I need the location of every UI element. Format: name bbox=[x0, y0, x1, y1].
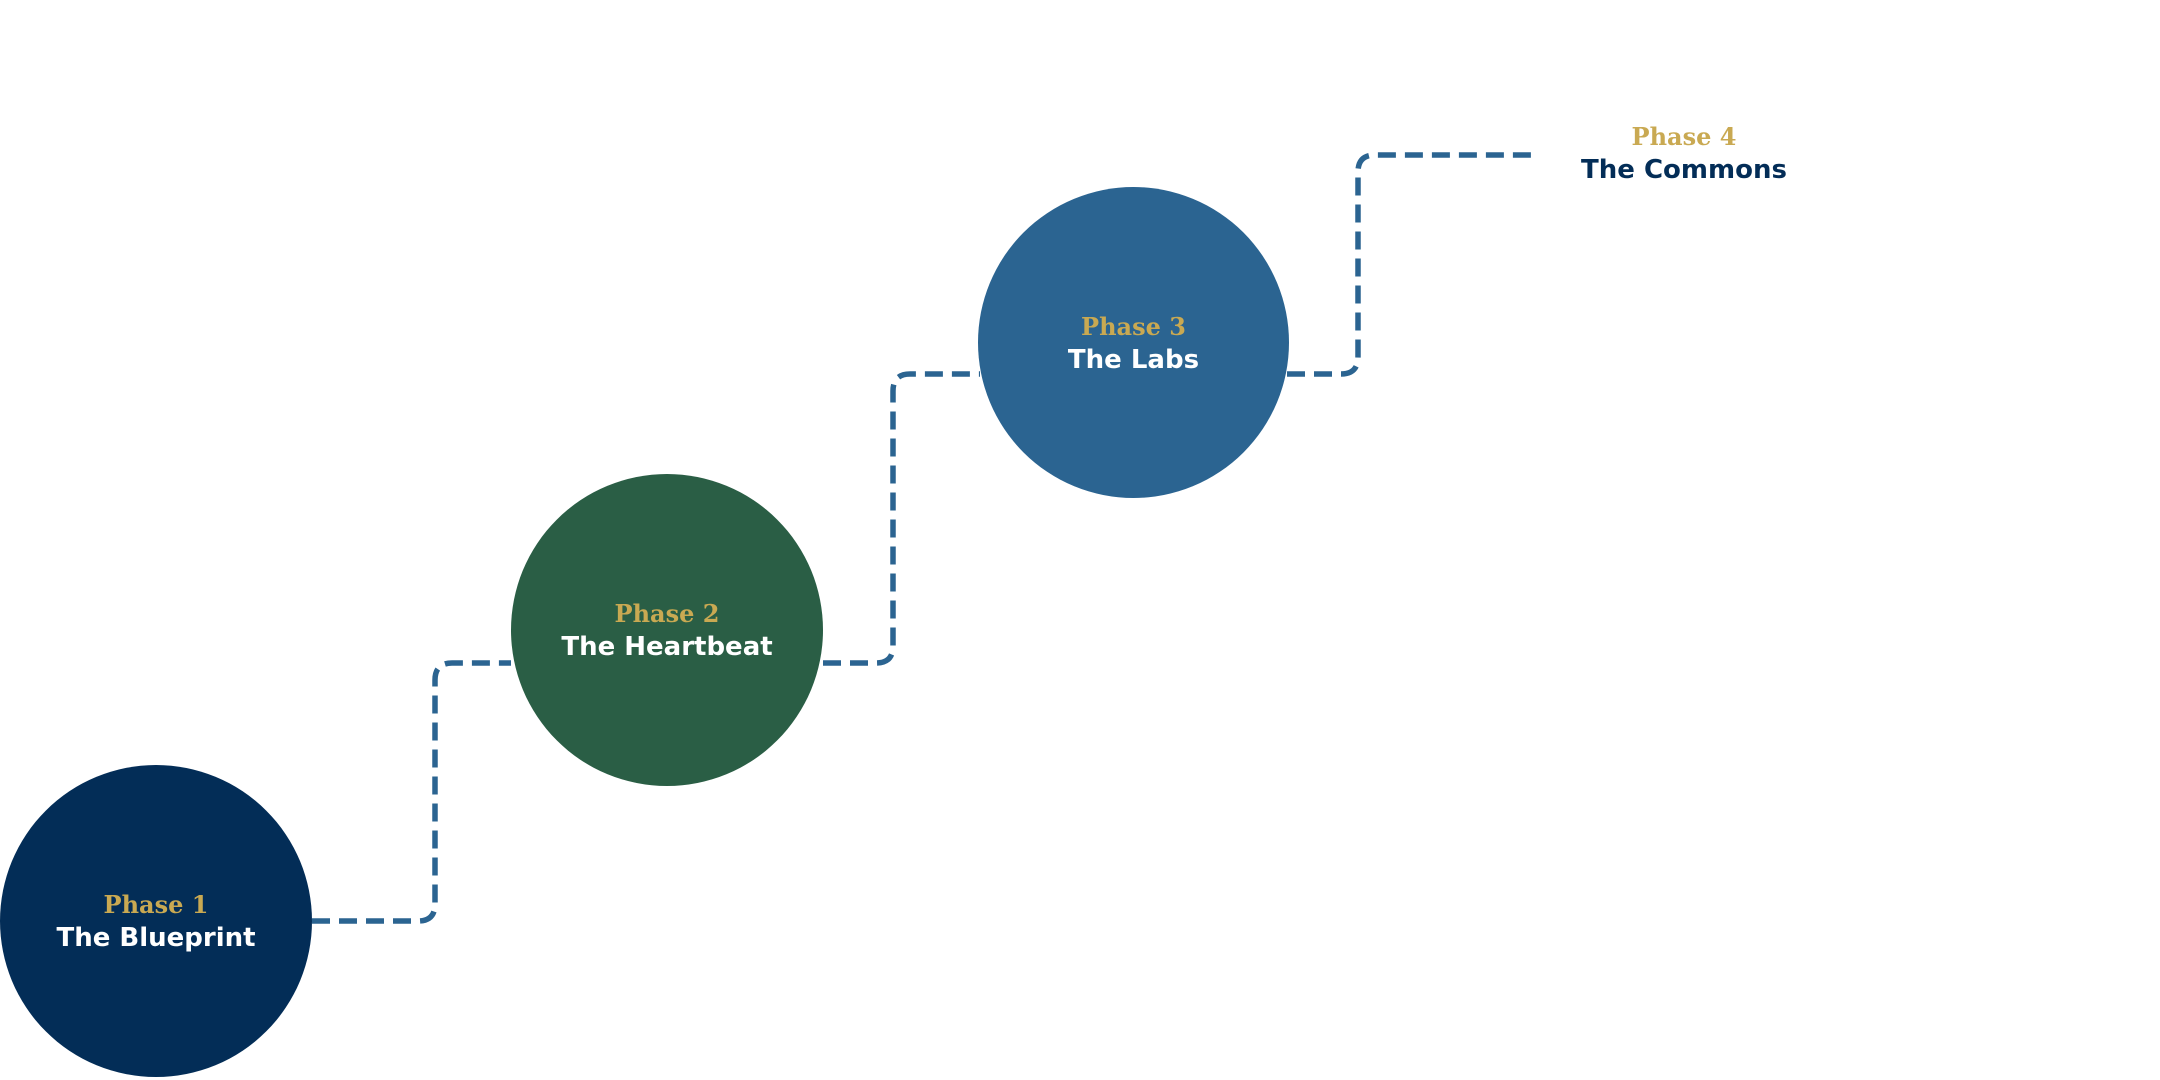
phase-3-label: Phase 3 bbox=[1081, 311, 1186, 341]
phase-3-title: The Labs bbox=[1067, 344, 1200, 375]
phase-1-label: Phase 1 bbox=[103, 890, 209, 919]
connector-phase3-to-phase4 bbox=[1287, 152, 1532, 377]
phase-2-label: Phase 2 bbox=[614, 599, 720, 628]
phase-2-title: The Heartbeat bbox=[561, 632, 773, 662]
phase-1-title: The Blueprint bbox=[56, 923, 256, 953]
phase-1-circle: Phase 1 The Blueprint bbox=[0, 765, 312, 1077]
phase-4-node: Phase 4 The Commons bbox=[1554, 122, 1814, 188]
connector-phase1-to-phase2 bbox=[312, 660, 511, 924]
connector-phase2-to-phase3 bbox=[823, 371, 980, 666]
phase-3-circle: Phase 3 The Labs bbox=[978, 187, 1289, 498]
phase-4-title: The Commons bbox=[1581, 155, 1787, 185]
phase-2-circle: Phase 2 The Heartbeat bbox=[511, 474, 823, 786]
phase-4-label: Phase 4 bbox=[1631, 122, 1737, 151]
